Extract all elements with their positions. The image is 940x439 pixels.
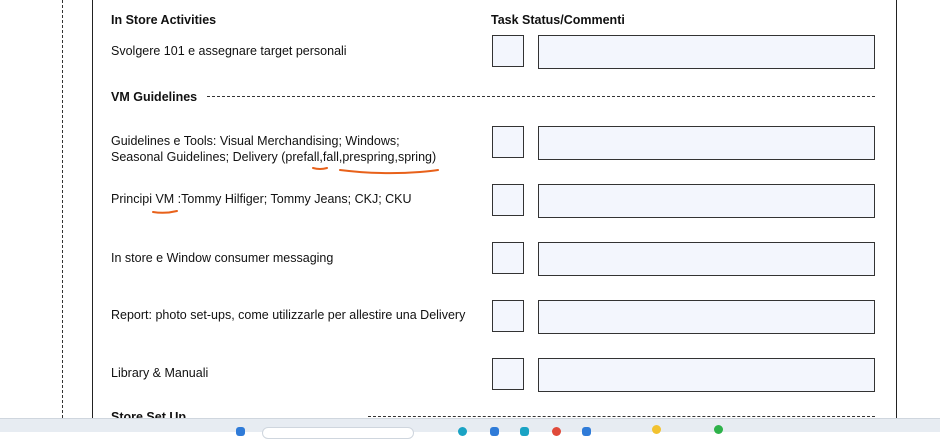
task-library-label: Library & Manuali bbox=[111, 366, 209, 380]
start-icon[interactable] bbox=[236, 427, 245, 436]
task-instore-label: In store e Window consumer messaging bbox=[111, 251, 334, 265]
task-report-label: Report: photo set-ups, come utilizzarle … bbox=[111, 308, 466, 322]
store-icon[interactable] bbox=[582, 427, 591, 436]
comment-field-principi[interactable] bbox=[538, 184, 875, 218]
status-checkbox-library[interactable] bbox=[492, 358, 524, 390]
status-checkbox-svolgere[interactable] bbox=[492, 35, 524, 67]
underline-fall bbox=[312, 167, 328, 170]
status-checkbox-instore[interactable] bbox=[492, 242, 524, 274]
os-taskbar bbox=[0, 418, 940, 439]
comment-field-library[interactable] bbox=[538, 358, 875, 392]
vm-guidelines-section-title: VM Guidelines bbox=[111, 90, 198, 104]
mail-icon[interactable] bbox=[520, 427, 529, 436]
comment-field-svolgere[interactable] bbox=[538, 35, 875, 69]
store-setup-divider bbox=[368, 416, 875, 417]
form-frame-left bbox=[92, 0, 93, 418]
underline-vm bbox=[152, 210, 178, 214]
notification-icon[interactable] bbox=[652, 425, 661, 434]
form-frame-right bbox=[896, 0, 897, 418]
app-icon[interactable] bbox=[490, 427, 499, 436]
comment-field-guidelines[interactable] bbox=[538, 126, 875, 160]
media-icon[interactable] bbox=[552, 427, 561, 436]
status-icon[interactable] bbox=[714, 425, 723, 434]
in-store-activities-header: In Store Activities bbox=[111, 13, 217, 27]
vm-guidelines-divider bbox=[207, 96, 875, 97]
comment-field-instore[interactable] bbox=[538, 242, 875, 276]
task-status-header: Task Status/Commenti bbox=[491, 13, 625, 27]
underline-prespring-spring bbox=[339, 169, 439, 175]
taskbar-search-box[interactable] bbox=[262, 427, 414, 439]
task-svolgere-label: Svolgere 101 e assegnare target personal… bbox=[111, 44, 347, 58]
status-checkbox-principi[interactable] bbox=[492, 184, 524, 216]
browser-icon[interactable] bbox=[458, 427, 467, 436]
task-principi-label: Principi VM :Tommy Hilfiger; Tommy Jeans… bbox=[111, 192, 412, 206]
status-checkbox-report[interactable] bbox=[492, 300, 524, 332]
task-guidelines-line2: Seasonal Guidelines; Delivery (prefall,f… bbox=[111, 150, 437, 164]
comment-field-report[interactable] bbox=[538, 300, 875, 334]
task-guidelines-line1: Guidelines e Tools: Visual Merchandising… bbox=[111, 134, 400, 148]
margin-dashed-line bbox=[62, 0, 63, 418]
status-checkbox-guidelines[interactable] bbox=[492, 126, 524, 158]
